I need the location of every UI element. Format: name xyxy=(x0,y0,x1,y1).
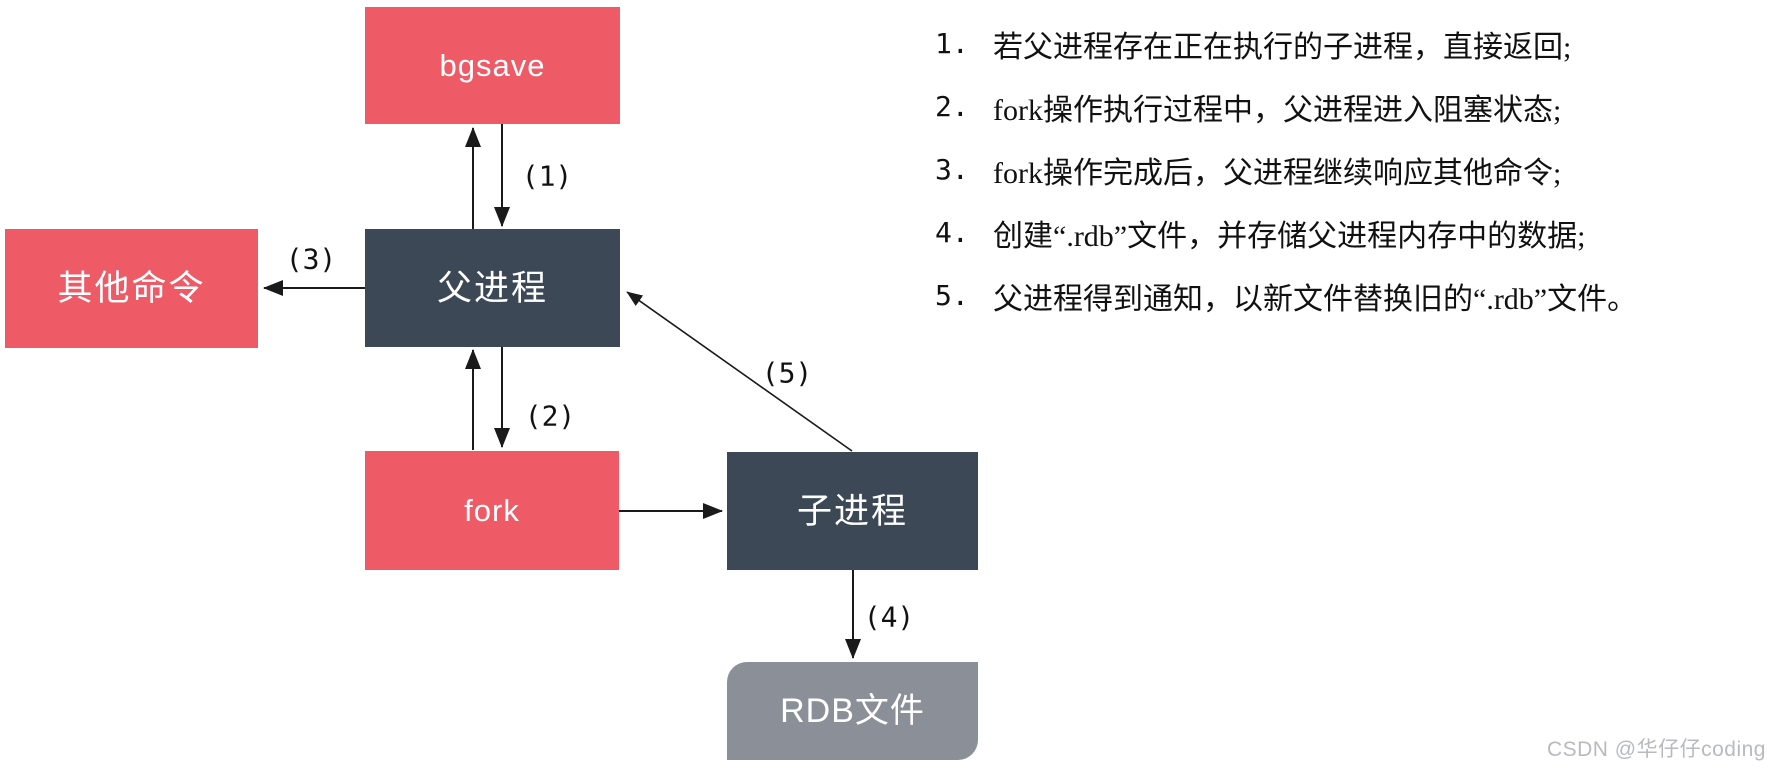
node-fork: fork xyxy=(365,451,619,570)
node-bgsave: bgsave xyxy=(365,7,620,124)
note-item-3: 3. fork操作完成后，父进程继续响应其他命令; xyxy=(935,138,1775,201)
notes-list: 1. 若父进程存在正在执行的子进程，直接返回; 2. fork操作执行过程中，父… xyxy=(935,12,1775,327)
edge-label-3: (3) xyxy=(285,242,337,276)
node-child-process: 子进程 xyxy=(727,452,978,570)
node-fork-label: fork xyxy=(464,493,520,528)
note-text: fork操作完成后，父进程继续响应其他命令; xyxy=(993,156,1562,190)
note-item-1: 1. 若父进程存在正在执行的子进程，直接返回; xyxy=(935,12,1775,75)
note-text: 父进程得到通知，以新文件替换旧的“.rdb”文件。 xyxy=(993,282,1638,316)
node-other-commands: 其他命令 xyxy=(5,229,258,348)
note-number: 5. xyxy=(935,279,969,312)
note-item-4: 4. 创建“.rdb”文件，并存储父进程内存中的数据; xyxy=(935,201,1775,264)
arrow-child-to-parent xyxy=(626,291,853,452)
edge-label-2: (2) xyxy=(524,399,576,433)
note-number: 1. xyxy=(935,27,969,60)
note-text: 若父进程存在正在执行的子进程，直接返回; xyxy=(993,30,1572,64)
note-text: 创建“.rdb”文件，并存储父进程内存中的数据; xyxy=(993,219,1586,253)
note-text: fork操作执行过程中，父进程进入阻塞状态; xyxy=(993,93,1562,127)
note-number: 4. xyxy=(935,216,969,249)
node-parent-process-label: 父进程 xyxy=(436,268,548,308)
edge-label-1: (1) xyxy=(521,159,573,193)
node-rdb-file-label: RDB文件 xyxy=(780,692,925,730)
note-item-2: 2. fork操作执行过程中，父进程进入阻塞状态; xyxy=(935,75,1775,138)
node-bgsave-label: bgsave xyxy=(439,48,546,83)
edge-label-5: (5) xyxy=(761,356,813,390)
node-parent-process: 父进程 xyxy=(365,229,620,347)
watermark: CSDN @华仔仔coding xyxy=(1546,738,1766,761)
node-other-commands-label: 其他命令 xyxy=(57,269,206,308)
note-item-5: 5. 父进程得到通知，以新文件替换旧的“.rdb”文件。 xyxy=(935,264,1775,327)
note-number: 2. xyxy=(935,90,969,123)
node-rdb-file: RDB文件 xyxy=(727,662,978,760)
node-child-process-label: 子进程 xyxy=(796,491,908,531)
note-number: 3. xyxy=(935,153,969,186)
edge-label-4: (4) xyxy=(863,600,915,634)
